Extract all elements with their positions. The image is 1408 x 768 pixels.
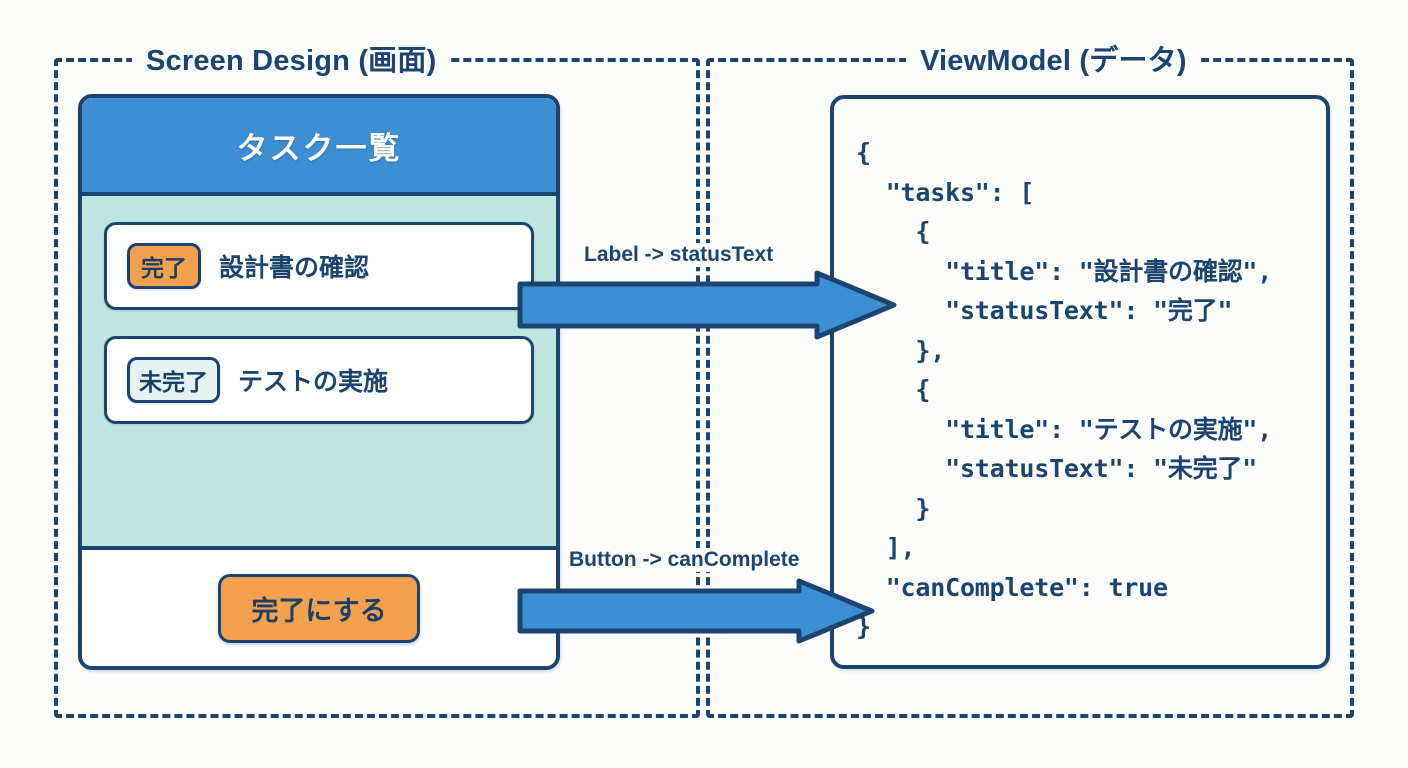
arrow-button-to-cancomplete — [517, 578, 875, 644]
viewmodel-group-title: ViewModel (データ) — [906, 37, 1201, 79]
screen-mockup: タスク一覧 完了 設計書の確認 未完了 テストの実施 完了にする — [78, 94, 560, 670]
task-title: 設計書の確認 — [219, 254, 370, 282]
task-row[interactable]: 完了 設計書の確認 — [104, 222, 534, 310]
screen-mockup-header: タスク一覧 — [82, 98, 556, 196]
arrow-caption-button-cancomplete: Button -> canComplete — [563, 548, 806, 572]
status-badge: 未完了 — [127, 357, 220, 403]
task-row[interactable]: 未完了 テストの実施 — [104, 336, 534, 424]
status-badge: 完了 — [127, 243, 201, 289]
screen-mockup-header-title: タスク一覧 — [236, 130, 402, 166]
viewmodel-json-card: { "tasks": [ { "title": "設計書の確認", "statu… — [830, 95, 1330, 669]
task-list: 完了 設計書の確認 未完了 テストの実施 — [82, 196, 556, 550]
viewmodel-json-code: { "tasks": [ { "title": "設計書の確認", "statu… — [856, 138, 1273, 641]
arrow-caption-label-statustext: Label -> statusText — [578, 243, 780, 267]
screen-mockup-footer: 完了にする — [82, 550, 556, 666]
task-title: テストの実施 — [238, 368, 389, 396]
arrow-label-to-statustext — [517, 270, 897, 340]
complete-button[interactable]: 完了にする — [218, 573, 420, 643]
screen-design-group: Screen Design (画面) — [54, 37, 700, 718]
screen-design-group-title: Screen Design (画面) — [132, 37, 451, 79]
viewmodel-group: ViewModel (データ) — [706, 37, 1354, 718]
